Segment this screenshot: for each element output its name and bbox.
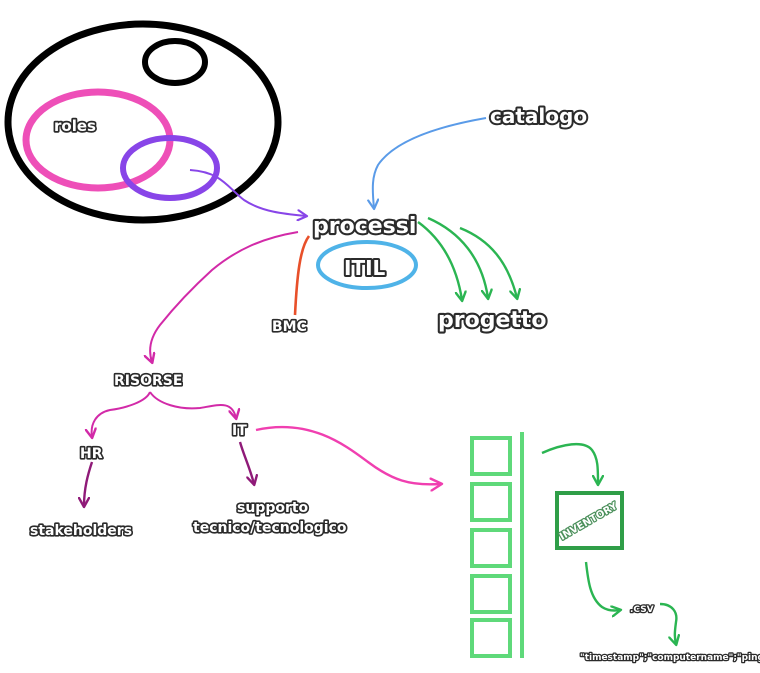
arrow-purple-to-processi (189, 169, 306, 216)
inventory-slot-5 (470, 618, 512, 658)
arrow-inventory-to-csv (584, 561, 620, 611)
small-black-ellipse (142, 38, 208, 86)
arrow-catalogo-to-processi (373, 117, 487, 208)
arrow-risorse-to-hr (92, 391, 151, 437)
label-csv-fields: "timestamp";"computername";"ping" (580, 653, 760, 663)
arrow-processi-to-progetto-1 (417, 221, 462, 300)
label-it: IT (232, 423, 247, 439)
arrow-processi-to-risorse (150, 231, 299, 362)
purple-circle (120, 135, 220, 201)
label-roles: roles (54, 117, 96, 135)
arrow-processi-to-progetto-2 (427, 216, 488, 298)
arrow-boxes-to-inventory (541, 442, 598, 484)
label-bmc: BMC (272, 319, 307, 335)
label-supporto-line2: tecnico/tecnologico (193, 520, 347, 536)
inventory-slot-2 (470, 482, 512, 522)
label-stakeholders: stakeholders (30, 523, 132, 539)
label-processi: processi (313, 214, 416, 239)
label-itil: ITIL (344, 256, 386, 280)
itil-ellipse (316, 240, 418, 290)
arrow-it-to-supporto (238, 441, 254, 484)
bmc-connector (293, 235, 311, 316)
arrow-hr-to-stakeholders (84, 461, 94, 506)
inventory-slot-1 (470, 436, 512, 476)
label-progetto: progetto (438, 308, 547, 333)
arrow-processi-to-progetto-3 (459, 226, 517, 298)
inventory-box (555, 491, 624, 550)
outer-black-ellipse (4, 20, 282, 224)
arrow-risorse-to-it (149, 391, 236, 418)
inventory-slot-4 (470, 574, 512, 614)
label-hr: HR (80, 446, 103, 462)
label-supporto-line1: supporto (237, 500, 309, 516)
inventory-slot-3 (470, 528, 512, 568)
arrow-it-to-inventory-boxes (255, 425, 440, 484)
label-csv: .CSV (630, 605, 654, 615)
inventory-label: INVENTORY (558, 501, 620, 543)
label-risorse: RISORSE (114, 373, 182, 389)
label-catalogo: catalogo (490, 104, 587, 128)
arrow-csv-to-fields (659, 602, 676, 644)
